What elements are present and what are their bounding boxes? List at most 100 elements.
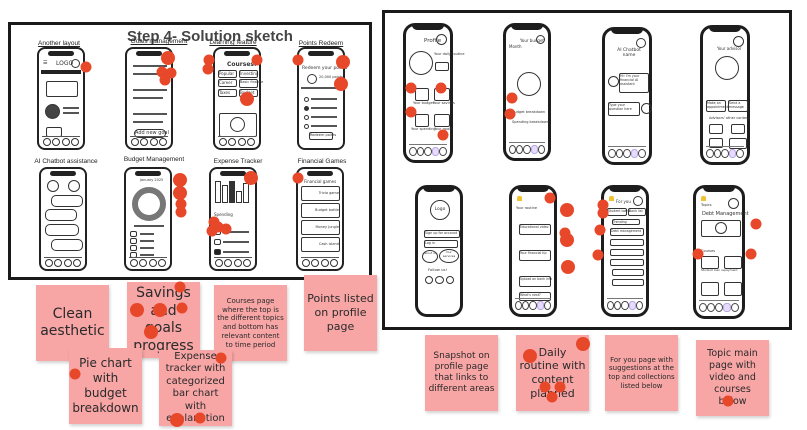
points-value: 20,000 points — [319, 75, 344, 79]
sketch-label-ai-chatbot: AI Chatbot assistance — [34, 158, 98, 165]
chip: Career — [218, 79, 237, 87]
vote-dot[interactable] — [173, 186, 187, 200]
lofi-wireframe-board: Profile Your daily routine Your budget Y… — [382, 10, 792, 330]
board-title: Step 4- Solution sketch — [127, 28, 293, 45]
vote-dot[interactable] — [722, 395, 734, 407]
sticky-note[interactable]: Snapshot on profile page that links to d… — [425, 335, 498, 411]
routine-item: Your financial tip — [519, 250, 551, 261]
vote-dot[interactable] — [523, 349, 537, 363]
profile-title: Profile — [424, 38, 442, 44]
routine-item: Educational video — [519, 224, 551, 235]
avatar-icon — [71, 59, 80, 68]
vote-dot[interactable] — [165, 67, 177, 79]
wireframe-ai-chatbot: AI Chatbot name Hi! I'm your financial A… — [602, 27, 652, 165]
sticky-note[interactable]: For you page with suggestions at the top… — [605, 335, 678, 411]
sticky-note[interactable]: Pie chart with budget breakdown — [69, 348, 142, 424]
sketch-label-learning-feature: Learning feature — [209, 39, 257, 46]
sketch-label-another-layout: Another layout — [38, 40, 80, 47]
collection-item: Debt management — [610, 228, 644, 236]
vote-dot[interactable] — [561, 260, 575, 274]
vote-dot[interactable] — [292, 54, 304, 66]
sketch-phone-ai-chatbot — [39, 167, 87, 271]
vote-dot[interactable] — [173, 173, 187, 187]
vote-dot[interactable] — [220, 223, 232, 235]
suggestion-chip: Student loans — [607, 208, 630, 216]
solution-sketch-board: Step 4- Solution sketch Another layout G… — [8, 22, 372, 280]
sketch-phone-points-redeem: Redeem your points 20,000 points Redeem … — [297, 47, 347, 150]
sticky-note[interactable]: Savings and goals progress — [127, 282, 200, 358]
appointment-button: Make an appointment — [706, 100, 728, 112]
vote-dot[interactable] — [405, 82, 417, 94]
vote-dot[interactable] — [597, 199, 609, 211]
vote-dot[interactable] — [745, 248, 757, 260]
vote-dot[interactable] — [435, 82, 447, 94]
services-button: Our services — [439, 249, 459, 263]
vote-dot[interactable] — [161, 51, 175, 65]
vote-dot[interactable] — [750, 218, 762, 230]
vote-dot[interactable] — [560, 233, 574, 247]
games-heading: Financial games — [304, 179, 337, 184]
sketch-label-expense-tracker: Expense Tracker — [213, 158, 263, 165]
vote-dot[interactable] — [437, 129, 449, 141]
vote-dot[interactable] — [336, 55, 350, 69]
vote-dot[interactable] — [80, 61, 92, 73]
vote-dot[interactable] — [212, 221, 224, 233]
vote-dot[interactable] — [504, 108, 516, 120]
sticky-note[interactable]: Clean aesthetic — [36, 285, 109, 361]
spending-breakdown-label: Spending breakdown — [512, 120, 549, 124]
vote-dot[interactable] — [692, 248, 704, 260]
spending-label: Your spending — [411, 127, 436, 131]
sketch-label-budget-management: Budget Management — [123, 156, 185, 163]
vote-dot[interactable] — [69, 368, 81, 380]
vote-dot[interactable] — [144, 325, 158, 339]
donut-chart — [132, 187, 166, 221]
vote-dot[interactable] — [592, 249, 604, 261]
chatbot-title: AI Chatbot name — [617, 48, 641, 58]
vote-dot[interactable] — [156, 66, 168, 78]
vote-dot[interactable] — [240, 92, 254, 106]
vote-dot[interactable] — [159, 74, 171, 86]
vote-dot[interactable] — [175, 198, 187, 210]
vote-dot[interactable] — [544, 192, 556, 204]
vote-dot[interactable] — [539, 381, 551, 393]
vote-dot[interactable] — [153, 303, 167, 317]
sticky-note[interactable]: Points listed on profile page — [304, 275, 377, 351]
vote-dot[interactable] — [175, 206, 187, 218]
vote-dot[interactable] — [546, 391, 558, 403]
month-text: January 2025 — [140, 178, 164, 182]
for-you-title: For you — [616, 199, 631, 204]
trending-bar: Trending — [612, 219, 640, 225]
vote-dot[interactable] — [576, 337, 590, 351]
sketch-phone-financial-games: Financial games Trivia game Budget battl… — [296, 167, 344, 271]
redeem-button: Redeem points — [309, 132, 336, 140]
vote-dot[interactable] — [203, 54, 215, 66]
vote-dot[interactable] — [202, 63, 214, 75]
sketch-phone-budget-management: January 2025 — [124, 167, 172, 271]
bot-message: Hi! I'm your financial AI assistant — [619, 73, 649, 93]
vote-dot[interactable] — [174, 281, 186, 293]
vote-dot[interactable] — [170, 413, 184, 427]
vote-dot[interactable] — [130, 303, 144, 317]
vote-dot[interactable] — [405, 106, 417, 118]
vote-dot[interactable] — [206, 225, 218, 237]
routine-title: Your routine — [516, 206, 538, 210]
vote-dot[interactable] — [292, 172, 304, 184]
vote-dot[interactable] — [594, 224, 606, 236]
game-card: Budget battle — [301, 203, 340, 218]
vote-dot[interactable] — [560, 203, 574, 217]
vote-dot[interactable] — [194, 412, 206, 424]
sketch-label-financial-games: Financial Games — [297, 158, 347, 165]
vote-dot[interactable] — [554, 381, 566, 393]
vote-dot[interactable] — [506, 92, 518, 104]
vote-dot[interactable] — [244, 171, 258, 185]
vote-dot[interactable] — [334, 77, 348, 91]
vote-dot[interactable] — [215, 352, 227, 364]
wireframe-daily-routine: Your routine Educational video Your fina… — [509, 185, 557, 317]
vote-dot[interactable] — [176, 302, 188, 314]
vote-dot[interactable] — [597, 207, 609, 219]
sticky-note[interactable]: Topic main page with video and courses b… — [696, 340, 769, 416]
topic-title: Debt Management — [702, 211, 749, 217]
sticky-note[interactable]: Courses page where the top is the differ… — [214, 285, 287, 361]
spending-label: Spending — [214, 212, 233, 217]
vote-dot[interactable] — [251, 54, 263, 66]
